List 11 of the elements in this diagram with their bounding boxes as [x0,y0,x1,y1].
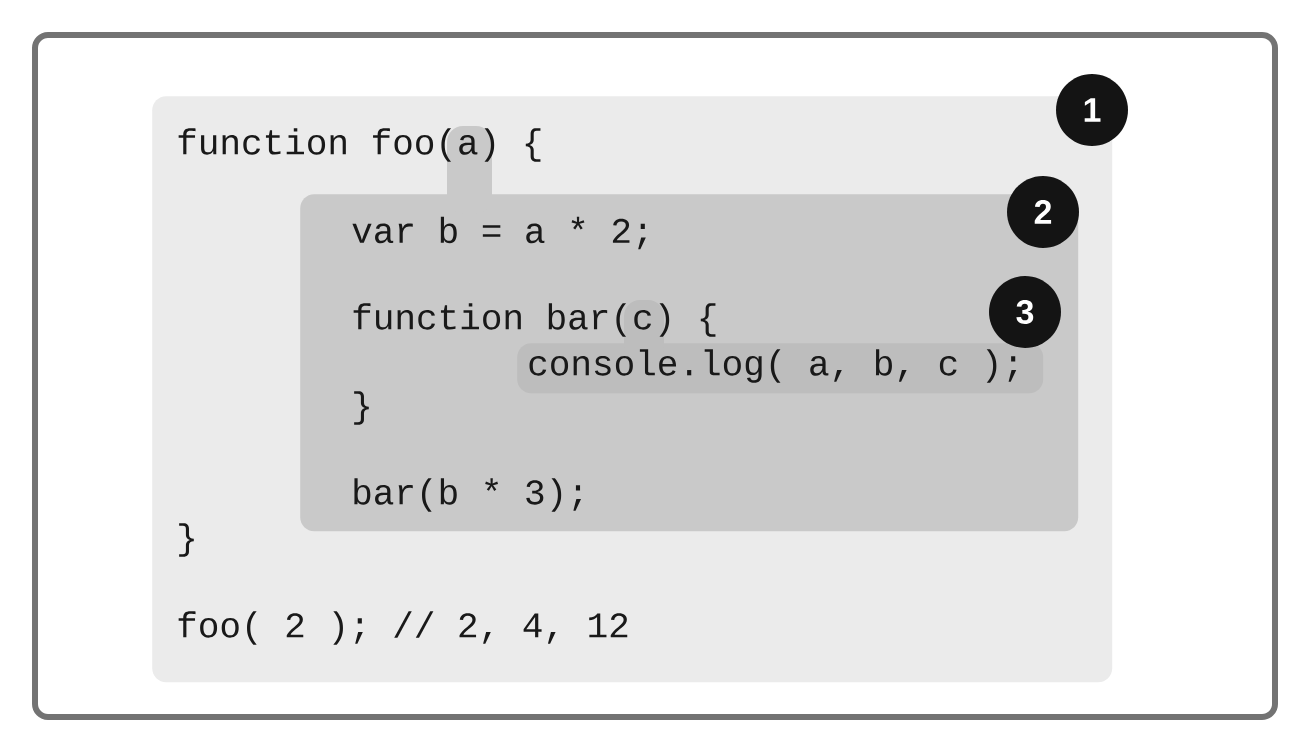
callout-number: 2 [1007,176,1079,248]
code-line: console.log( a, b, c ); [529,349,1017,383]
callout-number: 3 [989,276,1061,348]
code-line: } [179,523,194,557]
code-line: function bar(c) { [353,303,716,337]
callout-number: 1 [1056,74,1128,146]
code-line: function foo(a) { [178,128,541,162]
code-line: bar(b * 3); [354,478,581,512]
code-line: } [354,391,369,425]
code-line: var b = a * 2; [352,216,646,250]
code-line: foo( 2 ); // 2, 4, 12 [178,611,628,645]
